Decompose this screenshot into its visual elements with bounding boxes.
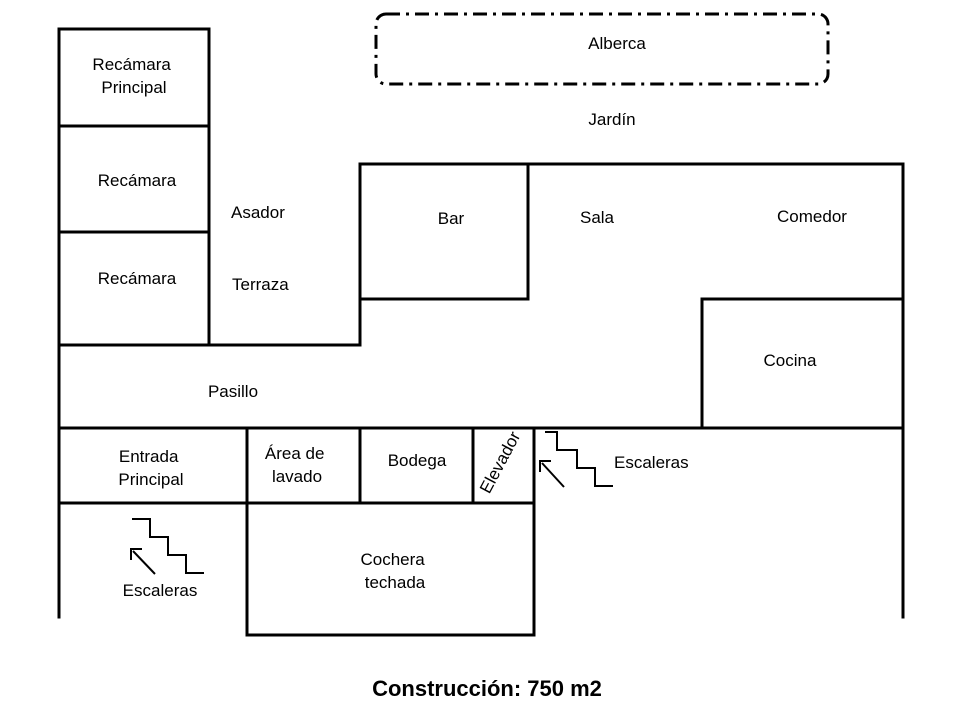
- label-master-bedroom: Recámara Principal: [92, 55, 175, 97]
- stairs-left-icon: [132, 518, 204, 574]
- label-laundry: Área de lavado: [265, 444, 329, 486]
- wall-kitchen: [700, 297, 905, 430]
- wall-terrace-right: [358, 162, 905, 619]
- label-terrace: Terraza: [232, 275, 289, 294]
- label-pool: Alberca: [588, 34, 646, 53]
- label-hallway: Pasillo: [208, 382, 258, 401]
- label-storage: Bodega: [388, 451, 447, 470]
- label-bedroom-1: Recámara: [98, 171, 177, 190]
- label-garage: Cochera techada: [361, 550, 430, 592]
- label-stairs-right: Escaleras: [614, 453, 689, 472]
- stairs-right-arrowhead-icon: [539, 460, 551, 472]
- label-main-entrance: Entrada Principal: [118, 447, 183, 489]
- stairs-left-arrow-icon: [132, 550, 156, 575]
- label-bedroom-2: Recámara: [98, 269, 177, 288]
- label-living-room: Sala: [580, 208, 615, 227]
- stairs-left-arrowhead-icon: [130, 548, 142, 560]
- label-stairs-left: Escaleras: [123, 581, 198, 600]
- label-bar: Bar: [438, 209, 465, 228]
- construction-caption: Construcción: 750 m2: [372, 676, 602, 701]
- label-kitchen: Cocina: [764, 351, 817, 370]
- stairs-right-icon: [545, 431, 613, 487]
- label-garden: Jardín: [588, 110, 635, 129]
- stairs-right-arrow-icon: [541, 462, 565, 488]
- label-dining-room: Comedor: [777, 207, 847, 226]
- wall-bedrooms: [57, 27, 211, 619]
- label-grill: Asador: [231, 203, 285, 222]
- pool-outline: [374, 12, 830, 86]
- label-elevator: Elevador: [476, 428, 524, 496]
